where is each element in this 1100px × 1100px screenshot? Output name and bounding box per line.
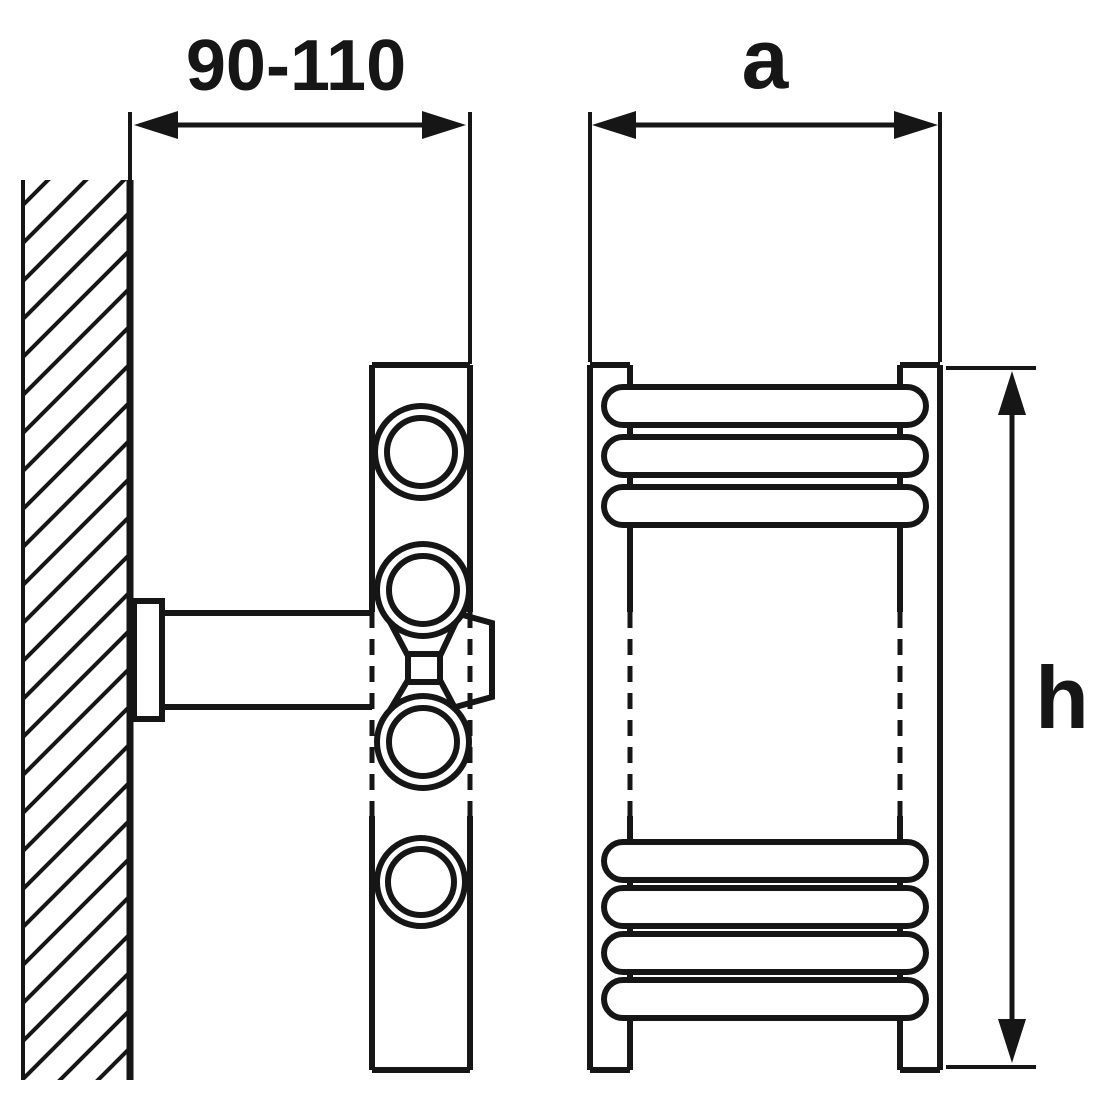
bracket-connector	[387, 620, 459, 712]
rung	[601, 977, 929, 1021]
height-label: h	[1035, 648, 1089, 747]
tube-cross-section	[374, 693, 472, 791]
rung	[601, 839, 929, 883]
wall-section	[21, 180, 134, 1080]
tube-inner-circle	[385, 846, 457, 918]
front-view	[587, 362, 943, 1073]
arrowhead-up-icon	[998, 371, 1026, 415]
rung	[601, 931, 929, 975]
tube-inner-circle	[386, 705, 460, 779]
arrowhead-down-icon	[998, 1019, 1026, 1063]
bracket-arm	[157, 610, 372, 710]
side-view	[131, 362, 495, 1073]
arrowhead-left-icon	[134, 111, 178, 139]
tube-cross-section	[374, 541, 472, 639]
rung	[601, 484, 929, 528]
bracket-wall-plate	[131, 598, 165, 722]
arrowhead-right-icon	[422, 111, 466, 139]
dimension-width: a	[588, 12, 942, 362]
arrowhead-left-icon	[592, 111, 636, 139]
rung	[601, 885, 929, 929]
rail-outline	[900, 362, 943, 1073]
connector-waist	[405, 651, 443, 685]
width-label: a	[742, 12, 790, 106]
arrowhead-right-icon	[894, 111, 938, 139]
connector-flares	[387, 620, 459, 712]
wall-hatch	[25, 180, 128, 1080]
rung	[601, 434, 929, 478]
tube-inner-circle	[384, 415, 458, 489]
tube-cross-section	[372, 403, 470, 501]
rung	[601, 384, 929, 428]
tube-cross-section	[374, 835, 468, 929]
rail-outline	[587, 362, 630, 1073]
dimension-height: h	[946, 366, 1089, 1069]
wall-distance-label: 90-110	[186, 26, 406, 106]
dimension-wall-distance: 90-110	[128, 26, 472, 364]
tube-inner-circle	[386, 553, 460, 627]
